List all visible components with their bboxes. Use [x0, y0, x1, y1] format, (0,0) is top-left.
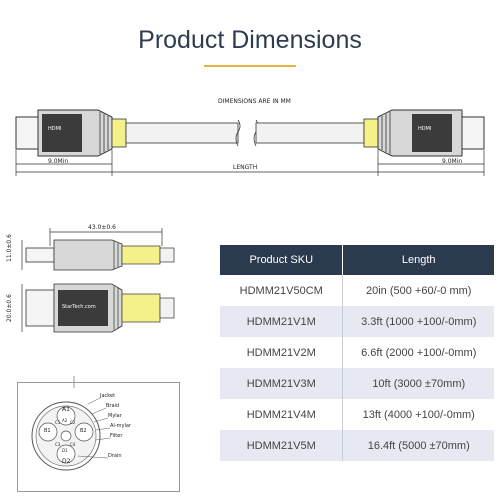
connector-height-label: 11.0±0.6 [6, 234, 13, 262]
left-connector-plate [42, 114, 82, 152]
length-cell: 16.4ft (5000 ±70mm) [342, 430, 494, 461]
sku-cell: HDMM21V1M [220, 306, 344, 337]
pair-a1: A1 [62, 406, 70, 413]
sku-cell: HDMM21V5M [220, 430, 344, 461]
connector-top-view [21, 283, 175, 333]
header-product-sku: Product SKU [220, 245, 344, 275]
sku-cell: HDMM21V3M [220, 368, 344, 399]
sku-length-table: Product SKU Length HDMM21V50CM 20in (500… [220, 245, 494, 461]
length-cell: 10ft (3000 ±70mm) [342, 368, 494, 399]
left-grip-ridges [99, 112, 109, 154]
sku-cell: HDMM21V4M [220, 399, 344, 430]
left-strain-relief [111, 118, 127, 148]
sku-cell: HDMM21V50CM [220, 275, 344, 306]
pair-c3: C3 [55, 442, 61, 447]
pair-d2: D2 [62, 458, 71, 465]
header-length: Length [342, 245, 494, 275]
cross-section-box [17, 382, 180, 492]
right-connector-plate [412, 114, 452, 152]
label-braid: Braid [106, 403, 120, 409]
left-plug-tip [15, 116, 39, 150]
table-row: HDMM21V2M 6.6ft (2000 +100/-0mm) [220, 337, 494, 368]
label-filter: Filter [110, 433, 123, 439]
length-cell: 20in (500 +60/-0 mm) [366, 284, 472, 297]
right-grip-ridges [381, 112, 391, 154]
pair-c2: C2 [70, 420, 76, 425]
left-hdmi-logo: HDMI [48, 126, 62, 132]
pair-b2: B2 [80, 428, 87, 434]
table-row: HDMM21V3M 10ft (3000 ±70mm) [220, 368, 494, 399]
pair-c1: C1 [55, 420, 61, 425]
table-row: HDMM21V50CM 20in (500 +60/-0 mm) [220, 275, 494, 306]
label-al-mylar: Al-mylar [110, 423, 131, 429]
table-row: HDMM21V5M 16.4ft (5000 ±70mm) [220, 430, 494, 461]
pair-c4: C4 [70, 442, 76, 447]
label-jacket: Jacket [100, 393, 116, 399]
cable-cross-section [31, 376, 111, 471]
length-label: LENGTH [233, 164, 258, 171]
connector-width-label: 20.0±0.6 [6, 294, 13, 322]
cable-right-section [255, 122, 365, 144]
connector-length-label: 43.0±0.6 [88, 224, 116, 231]
pair-d1: D1 [62, 448, 68, 453]
dimensions-note: DIMENSIONS ARE IN MM [218, 98, 291, 105]
pair-a2: A2 [62, 418, 68, 423]
startech-logo: StarTech.com [62, 304, 96, 310]
title-underline [204, 65, 296, 67]
length-cell: 3.3ft (1000 +100/-0mm) [342, 306, 494, 337]
table-row: HDMM21V1M 3.3ft (1000 +100/-0mm) [220, 306, 494, 337]
page-title: Product Dimensions [138, 26, 362, 54]
length-cell: 6.6ft (2000 +100/-0mm) [361, 346, 477, 359]
sku-cell: HDMM21V2M [220, 337, 344, 368]
right-min-label: 9.0Min [442, 158, 463, 165]
cable-break-left [235, 119, 241, 147]
cable-left-section [125, 122, 239, 144]
right-strain-relief [363, 118, 379, 148]
left-min-label: 9.0Min [48, 158, 69, 165]
table-row: HDMM21V4M 13ft (4000 +100/-0mm) [220, 399, 494, 430]
right-hdmi-logo: HDMI [418, 126, 432, 132]
label-drain: Drain [108, 453, 122, 459]
pair-b1: B1 [44, 428, 51, 434]
label-mylar: Mylar [108, 413, 122, 419]
length-cell: 13ft (4000 +100/-0mm) [362, 408, 475, 421]
connector-side-view [21, 228, 175, 271]
table-header-row: Product SKU Length [220, 245, 494, 275]
right-plug-tip [461, 116, 485, 150]
